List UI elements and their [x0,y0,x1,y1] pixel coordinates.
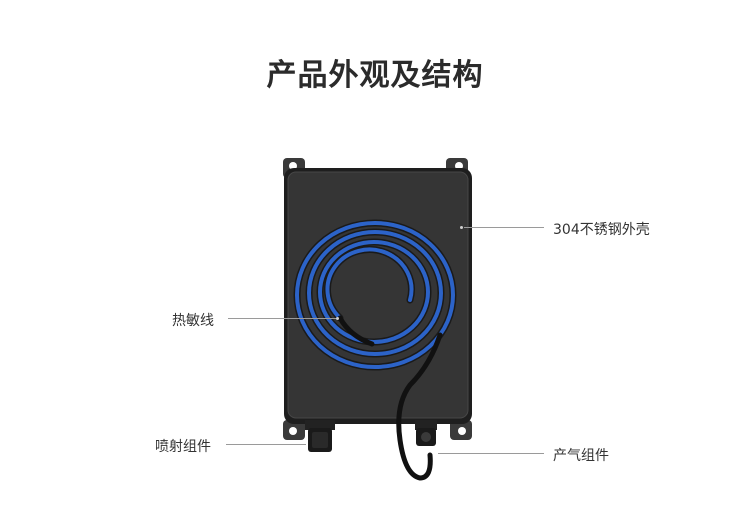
sensor-coil [293,219,457,371]
housing-bevel [287,171,469,419]
sensor-wire-leader-line [228,318,336,319]
shell-leader-line [464,227,544,228]
shell-label: 304不锈钢外壳 [553,222,650,238]
mount-hole-bottom-right [458,427,466,435]
gas-assembly-leader-line [438,453,544,454]
outlet-cable [396,332,443,481]
spray-connector [305,420,335,452]
page-title: 产品外观及结构 [266,58,484,93]
sensor-wire-label: 热敏线 [172,313,214,329]
sensor-wire-callout-dot [336,317,339,320]
gas-connector [415,420,437,446]
spray-assembly-label: 喷射组件 [155,439,211,455]
spray-assembly-leader-line [226,444,306,445]
mount-hole-bottom-left [289,427,297,435]
shell-callout-dot [460,226,463,229]
gas-assembly-label: 产气组件 [553,448,609,464]
